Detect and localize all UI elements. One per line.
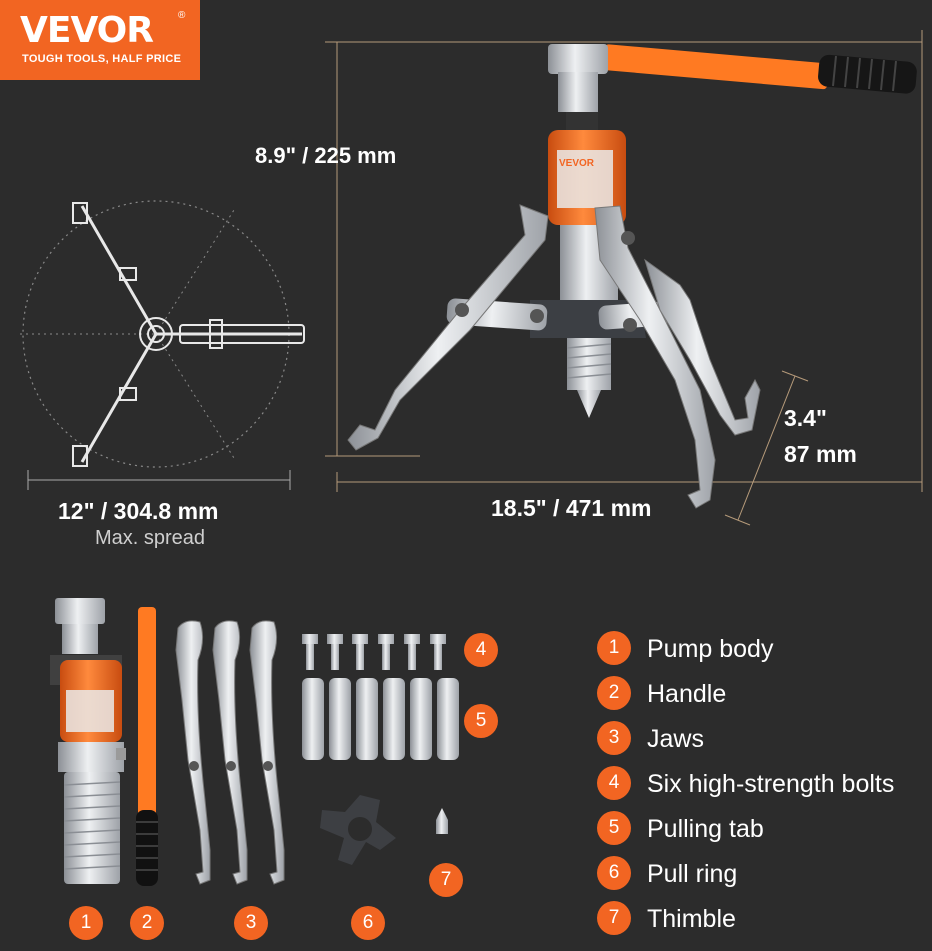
legend-number: 2	[597, 676, 631, 710]
body-label-brand: VEVOR	[559, 158, 595, 169]
height-dimension: 8.9" / 225 mm	[255, 143, 397, 168]
legend-label: Jaws	[647, 725, 704, 753]
part-badge-1: 1	[69, 906, 103, 940]
part-badge-5: 5	[464, 704, 498, 738]
legend-item: 2 Handle	[597, 674, 927, 719]
legend-item: 4 Six high-strength bolts	[597, 764, 927, 809]
legend-number: 4	[597, 766, 631, 800]
legend-label: Handle	[647, 680, 727, 708]
part-badge-6: 6	[351, 906, 385, 940]
part-pump-body	[50, 598, 126, 884]
legend-label: Six high-strength bolts	[647, 770, 895, 798]
hydraulic-puller: VEVOR	[347, 44, 917, 509]
legend-label: Pull ring	[647, 860, 738, 888]
legend-label: Thimble	[647, 905, 736, 933]
parts-legend: 1 Pump body 2 Handle 3 Jaws 4 Six high-s…	[597, 629, 927, 944]
legend-number: 6	[597, 856, 631, 890]
part-bolts	[302, 634, 446, 670]
legend-item: 6 Pull ring	[597, 854, 927, 899]
part-thimble	[436, 808, 448, 834]
legend-number: 5	[597, 811, 631, 845]
part-jaws	[175, 620, 285, 885]
part-handle	[136, 607, 158, 886]
spread-caption: Max. spread	[95, 527, 206, 549]
legend-number: 1	[597, 631, 631, 665]
legend-number: 3	[597, 721, 631, 755]
width-dimension: 18.5" / 471 mm	[491, 495, 652, 521]
legend-number: 7	[597, 901, 631, 935]
logo-brand: VEVOR	[20, 10, 154, 51]
legend-item: 3 Jaws	[597, 719, 927, 764]
part-badge-3: 3	[234, 906, 268, 940]
part-badge-7: 7	[429, 863, 463, 897]
vevor-logo: VEVOR ® TOUGH TOOLS, HALF PRICE	[0, 0, 200, 80]
part-badge-4: 4	[464, 633, 498, 667]
dimension-lines	[325, 30, 923, 526]
spread-dimension: 12" / 304.8 mm	[58, 498, 219, 524]
legend-item: 5 Pulling tab	[597, 809, 927, 854]
part-badge-2: 2	[130, 906, 164, 940]
legend-label: Pulling tab	[647, 815, 764, 843]
part-pull-ring	[320, 795, 396, 865]
depth-dimension-mm: 87 mm	[784, 441, 857, 467]
legend-label: Pump body	[647, 635, 774, 663]
depth-dimension-inches: 3.4"	[784, 405, 827, 431]
logo-tagline: TOUGH TOOLS, HALF PRICE	[22, 53, 182, 65]
legend-item: 1 Pump body	[597, 629, 927, 674]
spread-diagram	[20, 200, 305, 490]
logo-registered-mark: ®	[178, 10, 186, 21]
legend-item: 7 Thimble	[597, 899, 927, 944]
part-pulling-tabs	[302, 678, 459, 760]
